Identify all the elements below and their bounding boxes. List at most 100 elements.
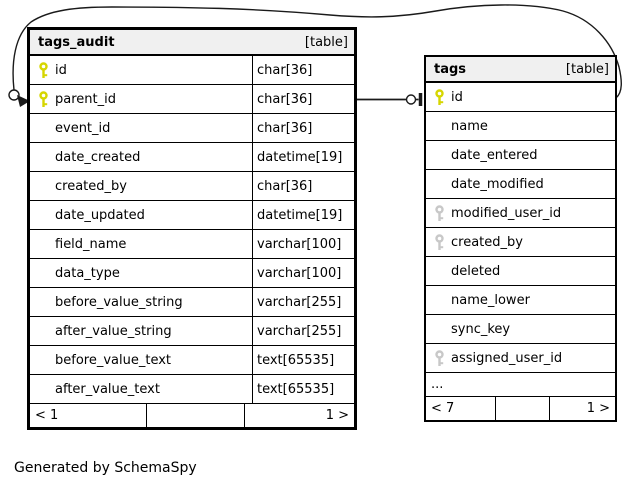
column-name: after_value_text (55, 381, 160, 397)
open-dot-marker (405, 94, 417, 105)
column-name: name (451, 118, 488, 134)
column-row-sync_key[interactable]: sync_key (426, 315, 615, 344)
column-type: char[36] (257, 120, 313, 136)
column-name-cell: assigned_user_id (426, 344, 615, 372)
table-footer: < 7 1 > (426, 397, 615, 420)
column-name-cell: after_value_text (30, 375, 253, 403)
more-columns-row[interactable]: ... (426, 373, 615, 397)
column-name: before_value_text (55, 352, 172, 368)
column-row-created_by[interactable]: created_by (426, 228, 615, 257)
column-name-cell: date_updated (30, 201, 253, 229)
foreign-key-icon (434, 349, 445, 367)
column-name: created_by (55, 178, 127, 194)
table-type-badge: [table] (565, 61, 609, 77)
column-type: varchar[100] (257, 236, 342, 252)
column-rows: id name date_entered date_modified modified_… (426, 83, 615, 373)
column-row-date_updated[interactable]: date_updated datetime[19] (30, 201, 354, 230)
column-row-id[interactable]: id (426, 83, 615, 112)
column-row-name_lower[interactable]: name_lower (426, 286, 615, 315)
column-name-cell: date_modified (426, 170, 615, 198)
column-row-field_name[interactable]: field_name varchar[100] (30, 230, 354, 259)
column-name: assigned_user_id (451, 350, 563, 366)
column-row-deleted[interactable]: deleted (426, 257, 615, 286)
column-name-cell: name_lower (426, 286, 615, 314)
column-name-cell: id (30, 56, 253, 84)
column-row-data_type[interactable]: data_type varchar[100] (30, 259, 354, 288)
table-name: tags_audit (38, 34, 115, 50)
column-row-date_entered[interactable]: date_entered (426, 141, 615, 170)
column-name: created_by (451, 234, 523, 250)
column-row-before_value_text[interactable]: before_value_text text[65535] (30, 346, 354, 375)
footer-children-count: 1 > (586, 401, 610, 416)
table-header[interactable]: tags [table] (426, 57, 615, 83)
footer-spacer-cell (495, 397, 550, 420)
column-row-created_by[interactable]: created_by char[36] (30, 172, 354, 201)
table-type-badge: [table] (304, 34, 348, 50)
column-name-cell: deleted (426, 257, 615, 285)
table-footer: < 1 1 > (30, 404, 354, 427)
primary-key-icon (434, 88, 445, 106)
column-row-after_value_string[interactable]: after_value_string varchar[255] (30, 317, 354, 346)
column-name-cell: id (426, 83, 615, 111)
foreign-key-icon (434, 233, 445, 251)
column-name-cell: before_value_text (30, 346, 253, 374)
column-name-cell: data_type (30, 259, 253, 287)
column-row-assigned_user_id[interactable]: assigned_user_id (426, 344, 615, 373)
generator-credit: Generated by SchemaSpy (14, 460, 197, 476)
column-row-before_value_string[interactable]: before_value_string varchar[255] (30, 288, 354, 317)
foreign-key-icon (434, 204, 445, 222)
column-name-cell: modified_user_id (426, 199, 615, 227)
column-row-date_modified[interactable]: date_modified (426, 170, 615, 199)
column-row-id[interactable]: id char[36] (30, 56, 354, 85)
footer-parents-count: < 7 (431, 401, 455, 416)
column-type: char[36] (257, 178, 313, 194)
column-name-cell: created_by (426, 228, 615, 256)
column-type: char[36] (257, 62, 313, 78)
column-type: datetime[19] (257, 149, 343, 165)
column-name: field_name (55, 236, 127, 252)
column-name-cell: created_by (30, 172, 253, 200)
column-name-cell: sync_key (426, 315, 615, 343)
footer-spacer-cell (146, 404, 245, 427)
column-name: date_entered (451, 147, 538, 163)
arrowhead-marker (17, 95, 30, 107)
column-name: id (55, 62, 67, 78)
column-type: text[65535] (257, 381, 335, 397)
table-tags[interactable]: tags [table] id name date_entered date_modi… (424, 55, 617, 422)
column-name: id (451, 89, 463, 105)
column-name: date_modified (451, 176, 544, 192)
column-type: text[65535] (257, 352, 335, 368)
column-name: before_value_string (55, 294, 183, 310)
column-row-after_value_text[interactable]: after_value_text text[65535] (30, 375, 354, 404)
column-type: varchar[100] (257, 265, 342, 281)
footer-parents-count: < 1 (35, 408, 59, 423)
column-name-cell: field_name (30, 230, 253, 258)
column-name-cell: parent_id (30, 85, 253, 113)
primary-key-icon (38, 61, 49, 79)
column-type: varchar[255] (257, 294, 342, 310)
column-name-cell: after_value_string (30, 317, 253, 345)
column-name: modified_user_id (451, 205, 562, 221)
column-type: datetime[19] (257, 207, 343, 223)
relationship-curve (12, 4, 622, 99)
column-name-cell: name (426, 112, 615, 140)
column-row-name[interactable]: name (426, 112, 615, 141)
column-name: date_updated (55, 207, 145, 223)
column-name: sync_key (451, 321, 511, 337)
column-name: data_type (55, 265, 120, 281)
column-row-modified_user_id[interactable]: modified_user_id (426, 199, 615, 228)
primary-key-icon (38, 90, 49, 108)
column-name-cell: date_entered (426, 141, 615, 169)
column-name-cell: event_id (30, 114, 253, 142)
column-type: varchar[255] (257, 323, 342, 339)
column-name: name_lower (451, 292, 530, 308)
column-name: after_value_string (55, 323, 172, 339)
table-header[interactable]: tags_audit [table] (30, 30, 354, 56)
